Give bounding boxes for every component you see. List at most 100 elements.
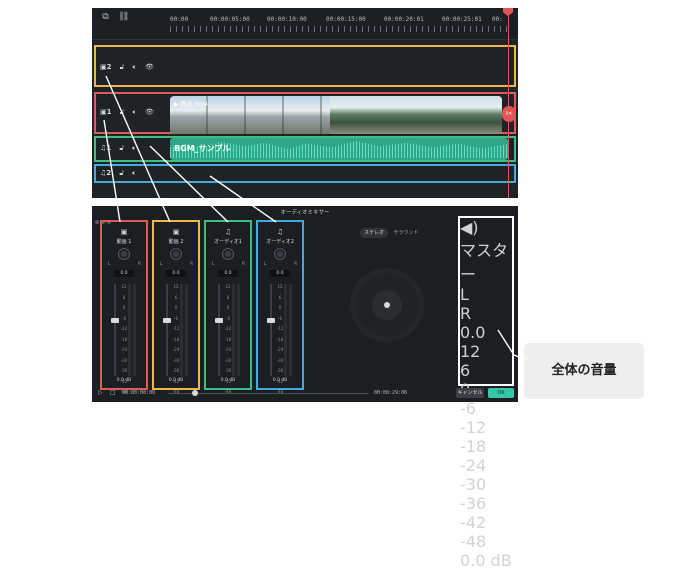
pan-knob[interactable]	[170, 248, 182, 260]
play-icon[interactable]: ▷	[98, 389, 103, 396]
db-tick: -6	[226, 315, 230, 321]
speaker-icon[interactable]: 🔈︎	[132, 169, 137, 177]
timecode-3: 00:00:15:00	[326, 16, 366, 23]
db-tick: -18	[120, 336, 128, 342]
db-tick: -18	[172, 336, 180, 342]
pan-knob[interactable]	[274, 248, 286, 260]
pan-value[interactable]: 0.0	[114, 270, 134, 277]
channel-icon: ▣	[172, 228, 180, 236]
fader-track[interactable]	[114, 284, 116, 376]
fader-track[interactable]	[166, 284, 168, 376]
db-tick: -12	[224, 326, 232, 331]
fader-handle[interactable]	[163, 318, 171, 324]
eye-icon[interactable]: 👁︎	[144, 63, 154, 71]
zoom-icon[interactable]	[107, 220, 111, 224]
channel-name: 動画 2	[168, 239, 184, 245]
fader-track[interactable]	[270, 284, 272, 376]
close-icon[interactable]	[95, 220, 99, 224]
db-tick: -18	[460, 437, 487, 456]
surround-tab[interactable]: サラウンド	[393, 230, 419, 236]
lock-icon[interactable]: 🔓︎	[119, 169, 124, 177]
link-icon[interactable]: ⛓	[118, 12, 130, 22]
seek-bar[interactable]	[168, 393, 368, 394]
pan-value[interactable]: 0.0	[270, 270, 290, 277]
db-tick: -30	[172, 357, 180, 363]
fader-handle[interactable]	[111, 318, 119, 324]
audio-clip[interactable]: BGM_サンプル	[170, 138, 508, 160]
speaker-icon[interactable]: 🔈︎	[132, 144, 137, 152]
channel-footer: 0.0 dB	[258, 378, 302, 383]
level-meter-right	[185, 284, 188, 376]
track-controls: ▣2 🔓︎ 🔈︎ 👁︎	[100, 63, 160, 72]
playhead[interactable]	[508, 8, 509, 198]
level-meter-right	[289, 284, 292, 376]
video-clip[interactable]: ▶ 鉄道.mp4	[170, 96, 502, 134]
db-tick: -6	[460, 399, 476, 418]
fader-track[interactable]	[218, 284, 220, 376]
cancel-button[interactable]: キャンセル	[456, 388, 484, 398]
level-meter-right	[237, 284, 240, 376]
seek-handle[interactable]	[192, 390, 198, 396]
lock-icon[interactable]: 🔓︎	[119, 63, 125, 71]
left-label: L	[264, 262, 267, 267]
fader-handle[interactable]	[215, 318, 223, 324]
pan-value[interactable]: 0.0	[460, 323, 486, 342]
right-label: R	[294, 262, 298, 267]
db-unit: dB	[490, 551, 512, 570]
db-unit: dB	[177, 378, 184, 383]
time-ruler[interactable]: ⧉ ⛓ 00:00 00:00:05:00 00:00:10:00 00:00:…	[92, 8, 518, 40]
window-controls[interactable]	[95, 209, 113, 228]
minimize-icon[interactable]	[101, 220, 105, 224]
track-audio-2[interactable]: ♫2 🔓︎ 🔈︎	[94, 164, 516, 183]
pan-knob[interactable]	[222, 248, 234, 260]
db-tick: -12	[172, 326, 180, 331]
pan-value[interactable]: 0.0	[166, 270, 186, 277]
level-meter-left	[128, 284, 131, 376]
eye-icon[interactable]: 👁︎	[144, 108, 154, 116]
stereo-tab[interactable]: ステレオ	[360, 228, 388, 238]
speaker-icon[interactable]: 🔈︎	[132, 108, 137, 116]
fader-value: 0.0	[168, 378, 176, 383]
add-track-icon[interactable]: ⧉	[102, 12, 109, 22]
pan-knob[interactable]	[118, 248, 130, 260]
channel-name: オーディオ1	[214, 239, 242, 245]
channel-footer: 0.0 dB	[460, 551, 512, 570]
pan-handle[interactable]	[384, 302, 390, 308]
db-tick: -36	[120, 368, 128, 373]
stop-icon[interactable]: □	[110, 389, 116, 396]
current-time: 00:00:00:00	[122, 390, 156, 396]
db-tick: -48	[276, 389, 284, 394]
channel-name: マスター	[460, 241, 509, 284]
db-tick: 0	[226, 305, 230, 310]
channel-icon: ♫	[276, 228, 284, 236]
db-unit: dB	[229, 378, 236, 383]
channel-name: 動画 1	[116, 239, 132, 245]
ok-button[interactable]: OK	[488, 388, 514, 398]
db-tick: -36	[172, 368, 180, 373]
timecode-0: 00:00	[170, 16, 189, 23]
db-tick: 6	[122, 294, 126, 300]
fader-value: 0.0	[272, 378, 280, 383]
db-tick: -48	[120, 389, 128, 394]
video-track-icon: ▣1	[100, 108, 112, 116]
pan-value[interactable]: 0.0	[218, 270, 238, 277]
db-tick: -42	[224, 378, 232, 384]
lock-icon[interactable]: 🔓︎	[119, 144, 124, 152]
db-tick: -24	[460, 456, 487, 475]
fader-handle[interactable]	[267, 318, 275, 324]
db-tick: 12	[173, 284, 179, 289]
db-tick: -42	[172, 378, 180, 384]
db-tick: 0	[122, 305, 126, 310]
left-label: L	[108, 262, 111, 267]
left-label: L	[460, 285, 469, 304]
db-tick: -24	[120, 347, 128, 352]
playhead-handle[interactable]	[503, 8, 513, 16]
db-tick: 0	[278, 305, 282, 310]
music-track-icon: ♫2	[100, 169, 112, 177]
track-video-2[interactable]: ▣2 🔓︎ 🔈︎ 👁︎	[94, 45, 516, 87]
speaker-icon[interactable]: 🔈︎	[132, 63, 137, 71]
